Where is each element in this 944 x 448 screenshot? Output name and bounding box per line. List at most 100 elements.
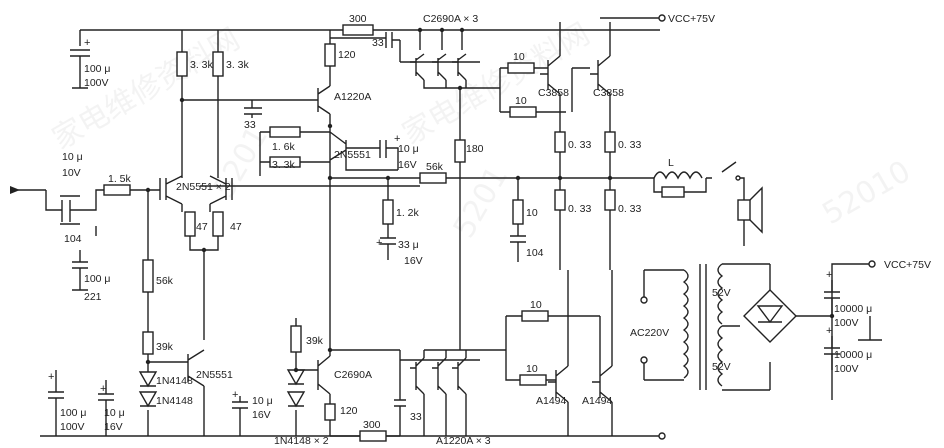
component-label: 180	[466, 143, 484, 155]
psu-vcc-terminal	[868, 260, 876, 268]
component-label: A1494	[582, 395, 613, 407]
resistor-3-3k-a	[176, 51, 188, 77]
resistor-10-d	[519, 374, 547, 386]
component-label: C3858	[538, 87, 569, 99]
component-label: 1N4148 × 2	[274, 435, 329, 447]
component-label: 10	[526, 363, 538, 375]
component-label: 52V	[712, 287, 731, 299]
resistor-47-a	[184, 211, 196, 237]
component-label: 33	[244, 119, 256, 131]
vcc-top-label: VCC+75V	[668, 13, 715, 25]
transformer-secondary	[717, 263, 724, 387]
component-label: 0. 33	[568, 203, 592, 215]
component-label: 100V	[834, 363, 859, 375]
component-label: 300	[349, 13, 367, 25]
resistor-1-6k	[269, 126, 301, 138]
component-label: 104	[64, 233, 82, 245]
watermark-text: 5201	[447, 160, 515, 244]
component-label: 56k	[426, 161, 444, 173]
component-label: 1N4148	[156, 375, 193, 387]
component-label: 47	[230, 221, 242, 233]
input-arrow-icon	[10, 186, 20, 194]
resistor-0-33-b	[604, 131, 616, 153]
component-label: 3. 3k	[272, 159, 296, 171]
vcc-psu-label: VCC+75V	[884, 259, 931, 271]
component-label: 10000 μ	[834, 349, 872, 361]
component-label: 10	[530, 299, 542, 311]
component-label: 33	[410, 411, 422, 423]
resistor-1-2k	[382, 199, 394, 225]
resistor-3-3k-b	[212, 51, 224, 77]
component-label: A1220A × 3	[436, 435, 491, 447]
watermark-text: 52010	[817, 154, 917, 232]
component-label: 2N5551	[196, 369, 233, 381]
component-label: 10V	[62, 167, 81, 179]
svg-text:+: +	[826, 269, 832, 281]
components: ++ ++ ++ ++	[10, 14, 876, 442]
component-label: 221	[84, 291, 102, 303]
component-label: 10 μ	[104, 407, 125, 419]
component-label: 3. 3k	[190, 59, 214, 71]
component-label: 100V	[834, 317, 859, 329]
resistor-300-top	[342, 24, 374, 36]
component-label: 2N5551 × 2	[176, 181, 231, 193]
component-label: C2690A × 3	[423, 13, 478, 25]
speaker-cone	[749, 186, 763, 234]
labels: VCC+75V VCC+75V AC220V 100 μ 100V 3. 3k …	[60, 13, 931, 447]
watermark-text: 家电维修资料网	[397, 17, 596, 152]
component-label: 39k	[306, 335, 324, 347]
transformer-primary	[682, 269, 689, 379]
component-label: 0. 33	[618, 203, 642, 215]
component-label: 10000 μ	[834, 303, 872, 315]
ground-terminal	[658, 432, 666, 440]
component-label: 104	[526, 247, 544, 259]
component-label: 1. 5k	[108, 173, 132, 185]
resistor-120-bot	[324, 403, 336, 421]
resistor-39k-a	[142, 331, 154, 355]
ac-terminal	[640, 296, 648, 304]
component-label: 10	[513, 51, 525, 63]
resistor-56k-fb	[419, 172, 447, 184]
ac-terminal	[640, 356, 648, 364]
component-label: 1N4148	[156, 395, 193, 407]
component-label: 16V	[404, 255, 423, 267]
bridge-diode	[756, 305, 784, 324]
resistor-0-33-d	[604, 189, 616, 211]
ac-input-label: AC220V	[630, 327, 669, 339]
resistor-10-a	[507, 62, 535, 74]
speaker-icon	[737, 199, 751, 221]
component-label: L	[668, 157, 674, 169]
svg-text:+: +	[232, 389, 238, 401]
diode-1n4148-b	[138, 391, 158, 408]
resistor-coil-damp	[661, 186, 685, 198]
svg-text:+: +	[100, 383, 106, 395]
resistor-0-33-a	[554, 131, 566, 153]
component-label: C2690A	[334, 369, 372, 381]
svg-text:+: +	[376, 237, 382, 249]
component-label: 100 μ	[60, 407, 87, 419]
component-label: 2N5551	[334, 149, 371, 161]
component-label: 1. 6k	[272, 141, 296, 153]
component-label: 33 μ	[398, 239, 419, 251]
component-label: 300	[363, 419, 381, 431]
component-label: 120	[340, 405, 358, 417]
component-label: 47	[196, 221, 208, 233]
component-label: 16V	[104, 421, 123, 433]
component-label: 39k	[156, 341, 174, 353]
component-label: 120	[338, 49, 356, 61]
resistor-300-bot	[359, 430, 387, 442]
resistor-39k-b	[290, 325, 302, 353]
component-label: 52V	[712, 361, 731, 373]
component-label: 10	[526, 207, 538, 219]
component-label: 10	[515, 95, 527, 107]
watermark: 家电维修资料网 5201 家电维修资料网 5201 52010	[47, 17, 917, 244]
component-label: 10 μ	[62, 151, 83, 163]
component-label: 100 μ	[84, 63, 111, 75]
component-label: 0. 33	[618, 139, 642, 151]
resistor-0-33-c	[554, 189, 566, 211]
svg-text:+: +	[84, 37, 90, 49]
component-label: 16V	[252, 409, 271, 421]
vcc-terminal	[658, 14, 666, 22]
resistor-1-5k	[103, 184, 131, 196]
